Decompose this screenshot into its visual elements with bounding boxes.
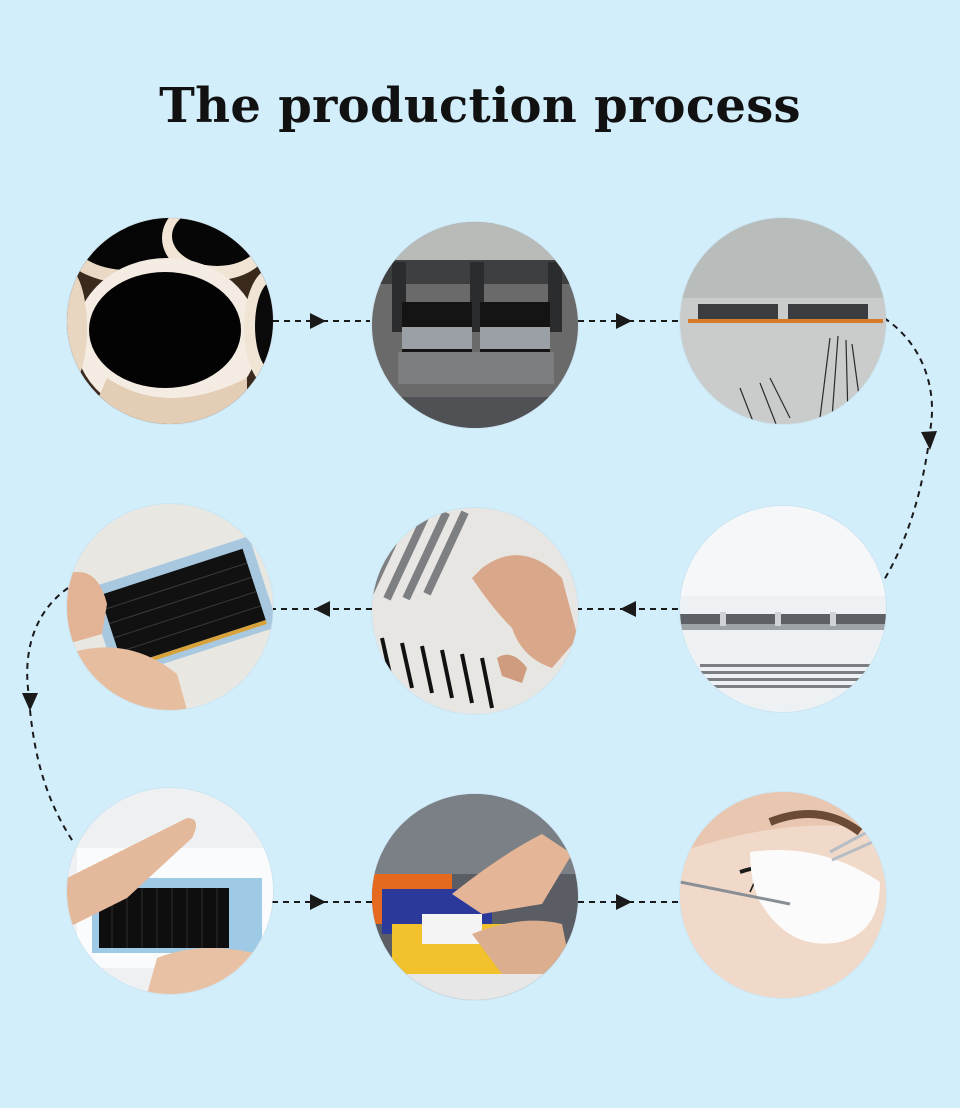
lash-fiber-rolls-photo-icon bbox=[67, 218, 273, 424]
lash-sorting-machine-photo-icon bbox=[372, 222, 578, 428]
step-6-circle bbox=[67, 504, 273, 710]
packaging-shipping-photo-icon bbox=[372, 794, 578, 1000]
lash-strip-curing-photo-icon bbox=[680, 218, 886, 424]
boxed-lash-tray-photo-icon bbox=[67, 788, 273, 994]
eyelash-application-photo-icon bbox=[680, 792, 886, 998]
arrow-step3-to-step4 bbox=[883, 317, 934, 441]
step-9-circle bbox=[680, 792, 886, 998]
lash-tray-inspection-photo-icon bbox=[67, 504, 273, 710]
step-5-circle bbox=[372, 508, 578, 714]
step-7-circle bbox=[67, 788, 273, 994]
lash-rod-curling-photo-icon bbox=[372, 508, 578, 714]
step-4-circle bbox=[680, 506, 886, 712]
page-title: The production process bbox=[159, 78, 801, 134]
lash-heat-setting-photo-icon bbox=[680, 506, 886, 712]
step-1-circle bbox=[67, 218, 273, 424]
step-8-circle bbox=[372, 794, 578, 1000]
step-3-circle bbox=[680, 218, 886, 424]
arrow-step6-to-step7 bbox=[26, 587, 69, 703]
step-2-circle bbox=[372, 222, 578, 428]
